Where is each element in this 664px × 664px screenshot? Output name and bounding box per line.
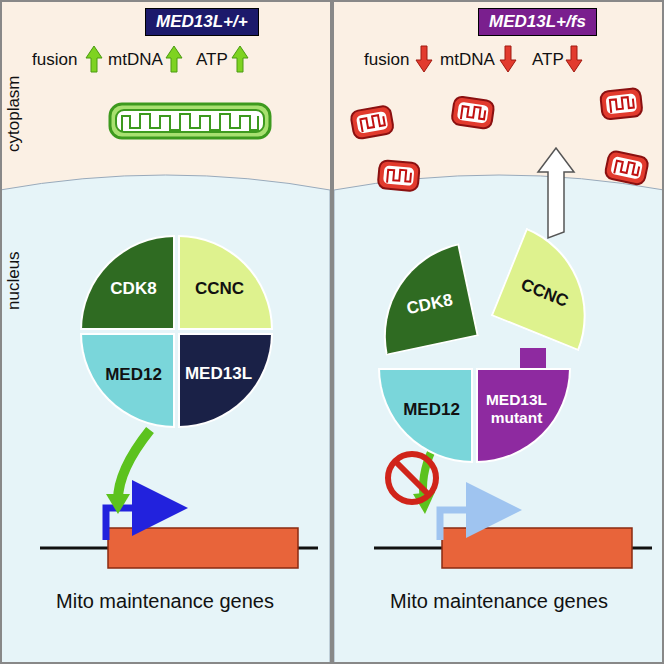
protein-label: CDK8 xyxy=(110,279,156,299)
protein-label: CCNC xyxy=(518,275,571,312)
panel-divider xyxy=(330,0,334,664)
mitochondrion-fragment xyxy=(604,150,649,186)
readout-label: fusion xyxy=(364,50,409,70)
readout-label: ATP xyxy=(196,50,228,70)
readout-label: mtDNA xyxy=(440,50,495,70)
protein-label: CCNC xyxy=(195,279,244,299)
protein-label: CDK8 xyxy=(405,290,454,319)
gene-locus-mutant xyxy=(374,450,652,568)
protein-label: MED13L mutant xyxy=(478,391,555,427)
genotype-label: MED13L+/+ xyxy=(156,12,248,32)
nucleus-ground xyxy=(334,175,664,664)
fragmented-mitochondria xyxy=(350,88,649,192)
gene-label: Mito maintenance genes xyxy=(390,590,608,613)
export-arrow xyxy=(538,148,574,238)
fused-mitochondrion xyxy=(110,104,270,138)
protein-label: MED12 xyxy=(403,400,460,420)
mitochondrion-fragment xyxy=(600,88,643,120)
mitochondrion-fragment xyxy=(451,96,495,129)
genotype-label: MED13L+/fs xyxy=(489,12,586,32)
decrease-arrows xyxy=(416,46,582,72)
readout-label: mtDNA xyxy=(108,50,163,70)
genotype-header: MED13L+/fs xyxy=(478,8,597,36)
increase-arrows xyxy=(86,46,248,72)
genotype-header: MED13L+/+ xyxy=(145,8,259,36)
gene-label: Mito maintenance genes xyxy=(56,590,274,613)
readout-label: fusion xyxy=(32,50,77,70)
mutation-bump xyxy=(520,348,546,368)
protein-label: MED13L xyxy=(185,364,252,384)
gene-locus xyxy=(40,430,318,568)
nucleus-ground xyxy=(0,175,330,664)
mitochondrion-fragment xyxy=(378,160,420,191)
protein-label: MED12 xyxy=(105,365,162,385)
mitochondrion-fragment xyxy=(350,105,394,140)
compartment-label: cytoplasm xyxy=(4,75,24,152)
readout-label: ATP xyxy=(532,50,564,70)
compartment-label: nucleus xyxy=(4,251,24,310)
